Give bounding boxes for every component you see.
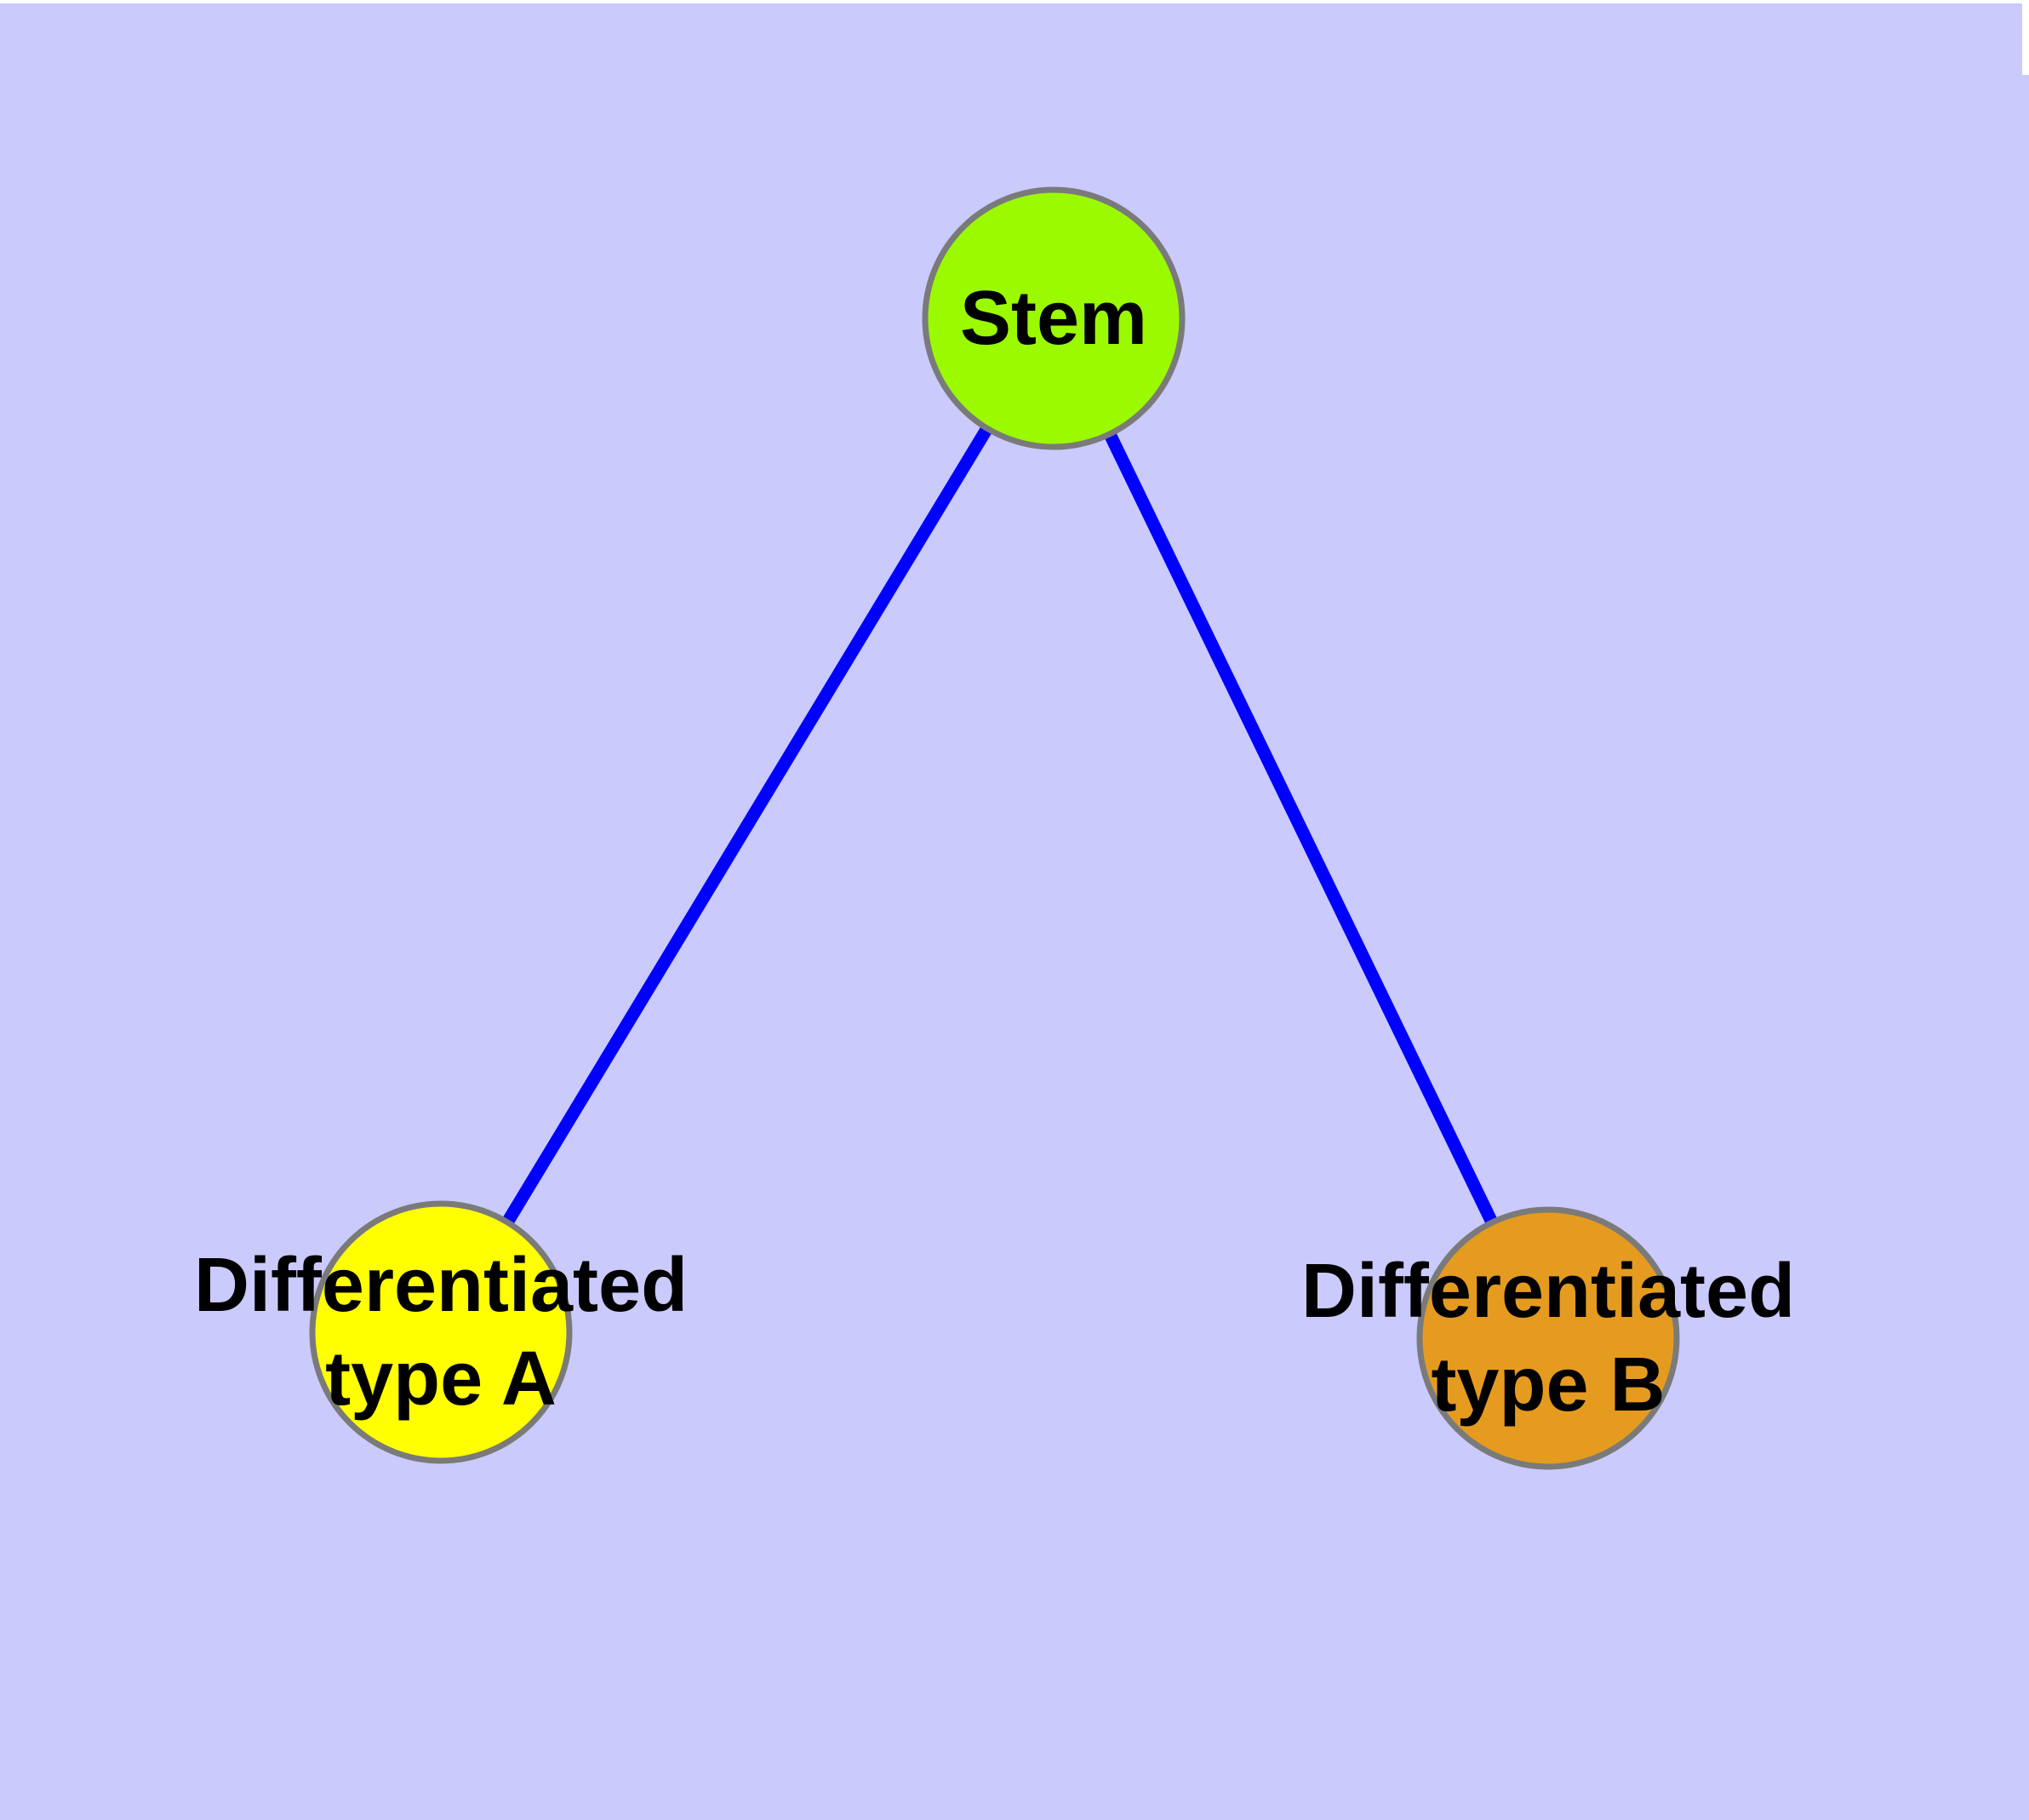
edge-stem-to-type-a (435, 315, 1060, 1336)
edge-stem-to-type-b (1048, 315, 1554, 1342)
window-edge-artifact-right (2022, 0, 2029, 75)
node-stem-circle (922, 186, 1186, 450)
node-type-a-circle (309, 1200, 573, 1464)
node-type-b-circle (1416, 1206, 1680, 1470)
window-edge-artifact-top (0, 0, 2029, 3)
